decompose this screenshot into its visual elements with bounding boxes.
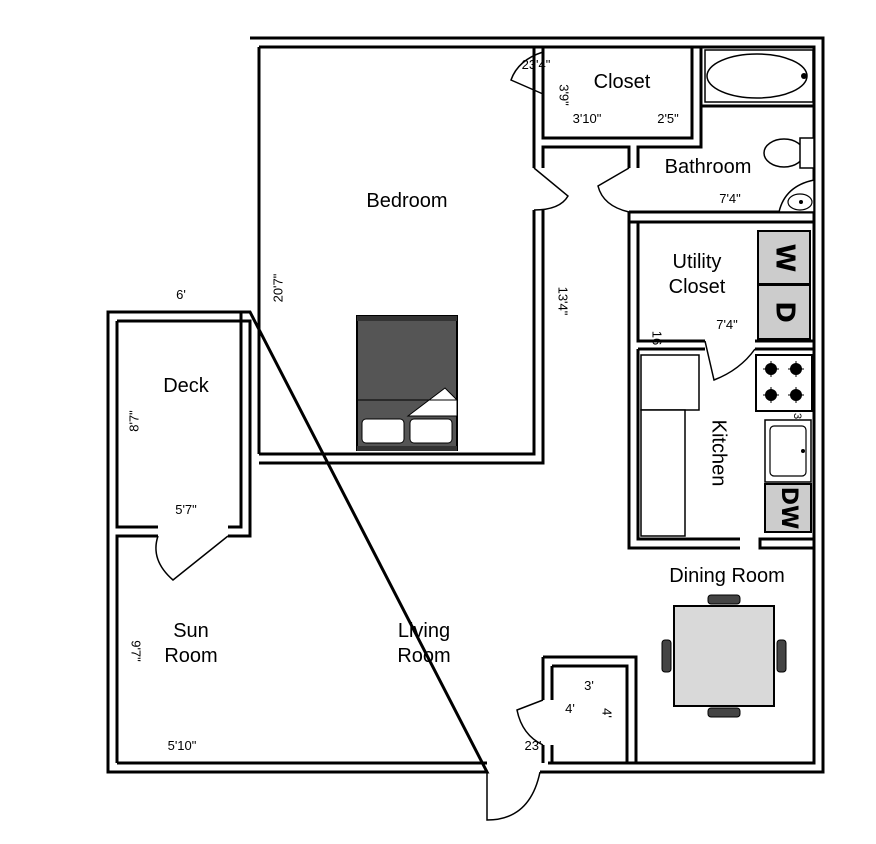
dim-sun-width: 5'10"	[168, 738, 197, 753]
room-living-line2: Room	[397, 645, 450, 667]
dimension-labels: 23'4" 3'9" 3'10" 2'5" 7'4" 20'7" 13'4" 7…	[126, 57, 803, 753]
room-utility-line1: Utility	[673, 251, 722, 273]
dryer: D	[757, 284, 811, 340]
dim-sun-height: 9'7"	[129, 640, 144, 662]
kitchen-sink	[764, 419, 812, 483]
dim-small-closet-width: 3'	[584, 678, 594, 693]
dim-closet-door: 23'4"	[522, 57, 551, 72]
dim-deck-top: 6'	[176, 287, 186, 302]
dim-small-closet-side: 4'	[600, 708, 615, 718]
toilet	[763, 137, 815, 169]
dim-deck-width: 5'7"	[175, 502, 197, 517]
dim-utility-side: 16	[650, 331, 665, 345]
dishwasher: DW	[764, 483, 812, 533]
service-walls	[627, 47, 816, 550]
room-sun-line1: Sun	[173, 620, 209, 642]
room-dining: Dining Room	[669, 565, 785, 587]
entry-closet-walls	[541, 655, 638, 763]
dim-utility-width: 7'4"	[716, 317, 738, 332]
dim-small-closet-depth: 4'	[565, 701, 575, 716]
room-bathroom: Bathroom	[665, 156, 752, 178]
dim-bedroom-height: 20'7"	[270, 273, 285, 302]
room-sun-line2: Room	[164, 645, 217, 667]
dryer-label: D	[770, 301, 800, 323]
bed	[356, 315, 459, 451]
dim-bathroom-width: 7'4"	[719, 191, 741, 206]
room-utility-line2: Closet	[669, 276, 726, 298]
doors	[155, 51, 756, 821]
room-deck: Deck	[163, 375, 210, 397]
room-labels: Closet Bathroom Bedroom Utility Closet D…	[163, 71, 785, 667]
dim-entry-door: 23'	[525, 738, 542, 753]
dim-closet-depth: 3'9"	[557, 84, 572, 106]
outer-walls	[106, 36, 825, 774]
stove	[755, 354, 813, 412]
bedroom-walls	[259, 47, 703, 465]
dishwasher-label: DW	[776, 487, 801, 530]
room-living-line1: Living	[398, 620, 450, 642]
dim-deck-height: 8'7"	[126, 410, 141, 432]
dim-closet-width: 3'10"	[573, 111, 602, 126]
room-closet: Closet	[594, 71, 651, 93]
dim-bedroom-side: 13'4"	[556, 287, 571, 316]
dim-closet-side: 2'5"	[657, 111, 679, 126]
bathroom-sink	[778, 179, 815, 213]
room-bedroom: Bedroom	[366, 190, 447, 212]
washer: W	[757, 230, 811, 285]
bathtub	[704, 49, 814, 103]
dining-table	[661, 594, 787, 718]
room-kitchen: Kitchen	[708, 420, 730, 487]
washer-label: W	[770, 244, 800, 273]
kitchen-counter	[640, 354, 700, 537]
dim-stove-side: 3	[791, 413, 803, 419]
